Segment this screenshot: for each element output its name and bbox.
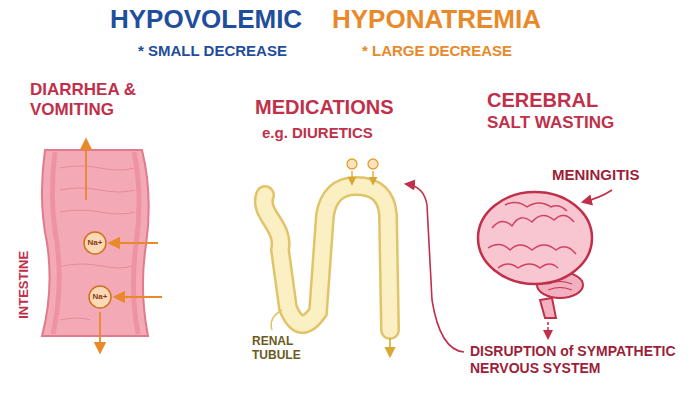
flow-arrow bbox=[351, 171, 352, 184]
cause-subheading: e.g. DIURETICS bbox=[262, 124, 373, 142]
leader-line bbox=[271, 310, 282, 330]
flow-arrow bbox=[110, 242, 158, 244]
renal-tubule bbox=[264, 159, 390, 356]
cause-heading: DIARRHEA & VOMITING bbox=[30, 80, 165, 121]
cause-heading: CEREBRAL bbox=[487, 88, 598, 112]
gyrus bbox=[505, 202, 567, 211]
brain bbox=[478, 190, 612, 338]
note: * LARGE DECREASE bbox=[362, 42, 512, 60]
mucosa-fold bbox=[60, 188, 135, 192]
flow-arrow bbox=[115, 296, 162, 298]
sodium-ion bbox=[347, 159, 357, 169]
gyrus bbox=[492, 215, 574, 228]
cause-heading: MEDICATIONS bbox=[255, 95, 394, 119]
mucosa-fold bbox=[62, 264, 132, 268]
note: * SMALL DECREASE bbox=[138, 42, 287, 60]
mucosa-fold bbox=[60, 210, 135, 214]
sodium-ion bbox=[368, 159, 378, 169]
tubule-lumen bbox=[264, 186, 390, 330]
ion-label: Na+ bbox=[88, 238, 103, 248]
heading: HYPOVOLEMIC bbox=[110, 4, 302, 35]
leader-line bbox=[583, 190, 612, 202]
organ-label: INTESTINE bbox=[16, 251, 32, 319]
effect-label: DISRUPTION of SYMPATHETIC NERVOUS SYSTEM bbox=[470, 343, 695, 377]
effect-arrow bbox=[406, 184, 464, 352]
gyrus bbox=[498, 264, 558, 268]
effect-arrow bbox=[547, 322, 549, 338]
heading: HYPONATREMIA bbox=[332, 4, 541, 35]
mucosa-fold bbox=[60, 166, 135, 170]
tubule-wall bbox=[264, 186, 390, 330]
intestine bbox=[42, 140, 162, 352]
mucosa-fold bbox=[60, 318, 90, 320]
brainstem bbox=[540, 298, 556, 318]
part-label: RENAL TUBULE bbox=[252, 334, 314, 363]
ion-label: Na+ bbox=[93, 292, 108, 302]
flow-arrow bbox=[389, 338, 391, 356]
cause-heading: SALT WASTING bbox=[487, 113, 614, 133]
sodium-ion bbox=[89, 286, 111, 308]
flow-arrow bbox=[372, 171, 373, 184]
cerebrum bbox=[478, 192, 592, 284]
part-label: MENINGITIS bbox=[552, 166, 640, 184]
flow-arrow bbox=[99, 312, 101, 352]
flow-arrow bbox=[85, 140, 87, 200]
intestine-lining bbox=[52, 152, 59, 334]
gyrus bbox=[488, 244, 576, 254]
sodium-ion bbox=[84, 232, 106, 254]
